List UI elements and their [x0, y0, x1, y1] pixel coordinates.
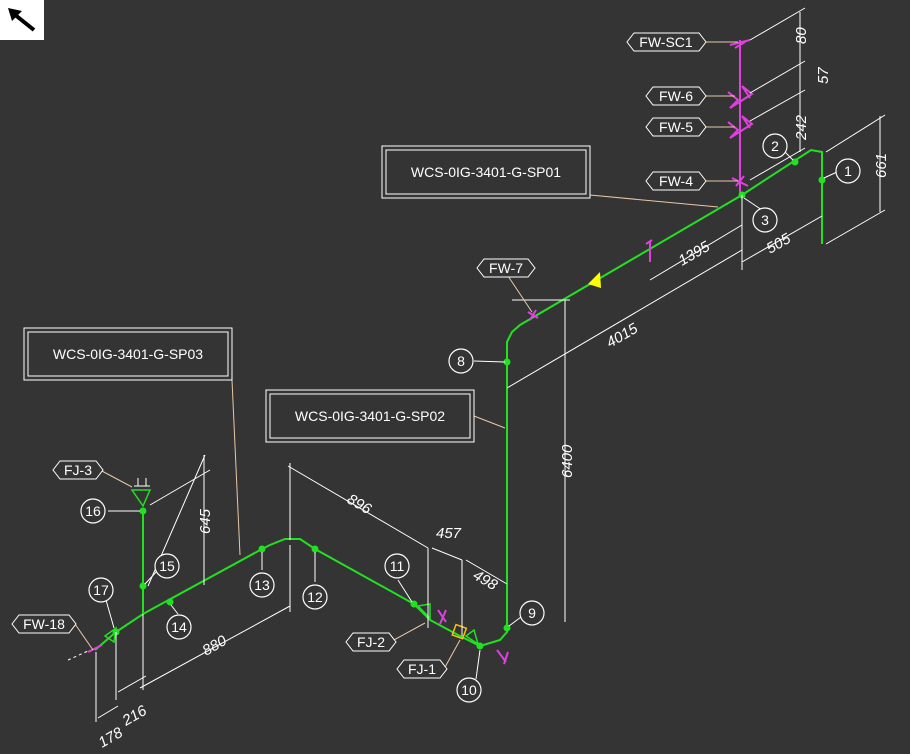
- dim-457: 457: [436, 525, 462, 542]
- supports: [67, 39, 754, 665]
- node-17[interactable]: 17: [88, 577, 114, 603]
- dim-178: 178: [96, 724, 127, 752]
- node-connectors: [105, 151, 838, 680]
- svg-text:16: 16: [85, 503, 101, 519]
- spool-label-text: WCS-0IG-3401-G-SP02: [295, 408, 445, 424]
- node-14[interactable]: 14: [166, 614, 192, 640]
- node-8[interactable]: 8: [448, 348, 474, 374]
- dim-216: 216: [119, 702, 151, 730]
- svg-text:FW-5: FW-5: [659, 119, 693, 135]
- svg-text:1: 1: [844, 163, 852, 179]
- node-circles: 1 2 3 8 9 10 11 12 13 14 15 16 17: [80, 133, 861, 703]
- svg-text:14: 14: [171, 619, 187, 635]
- flow-arrow: [588, 272, 601, 288]
- leader-lines: [74, 41, 738, 670]
- view-direction-button[interactable]: [0, 0, 44, 40]
- dim-6400: 6400: [559, 444, 576, 478]
- dim-1395: 1395: [676, 238, 714, 270]
- svg-text:FJ-2: FJ-2: [357, 634, 385, 650]
- dim-645: 645: [197, 508, 214, 534]
- dim-57: 57: [815, 67, 832, 84]
- svg-text:FW-SC1: FW-SC1: [639, 34, 693, 50]
- svg-text:15: 15: [159, 558, 175, 574]
- weld-tag-fj-3[interactable]: FJ-3: [52, 460, 104, 480]
- fittings: [103, 478, 480, 646]
- svg-text:11: 11: [390, 558, 405, 574]
- svg-text:FJ-1: FJ-1: [408, 661, 436, 677]
- dim-498: 498: [470, 567, 501, 595]
- dim-505: 505: [764, 230, 795, 258]
- svg-text:12: 12: [307, 589, 323, 605]
- svg-text:13: 13: [254, 577, 270, 593]
- svg-text:17: 17: [93, 582, 109, 598]
- spool-label-sp03[interactable]: WCS-0IG-3401-G-SP03: [23, 327, 233, 381]
- svg-text:FW-7: FW-7: [489, 260, 523, 276]
- svg-text:2: 2: [771, 138, 779, 154]
- dim-661: 661: [873, 153, 890, 178]
- node-10[interactable]: 10: [456, 677, 482, 703]
- dimension-lines: [95, 7, 886, 722]
- node-13[interactable]: 13: [249, 572, 275, 598]
- weld-tags: FW-SC1 FW-6 FW-5 FW-4 FW-7 FJ-3: [11, 32, 707, 679]
- node-9[interactable]: 9: [519, 600, 545, 626]
- weld-tag-fw-5[interactable]: FW-5: [645, 117, 707, 137]
- weld-tag-fj-1[interactable]: FJ-1: [396, 659, 448, 679]
- svg-text:10: 10: [461, 682, 477, 698]
- node-12[interactable]: 12: [302, 584, 328, 610]
- svg-text:FW-4: FW-4: [659, 173, 693, 189]
- dim-880: 880: [200, 632, 231, 660]
- spool-label-text: WCS-0IG-3401-G-SP01: [411, 164, 561, 180]
- spool-label-sp01[interactable]: WCS-0IG-3401-G-SP01: [381, 145, 591, 199]
- svg-text:8: 8: [457, 353, 465, 369]
- weld-tag-fw-sc1[interactable]: FW-SC1: [626, 32, 707, 52]
- dim-80: 80: [793, 27, 810, 44]
- svg-text:3: 3: [761, 212, 769, 228]
- node-3[interactable]: 3: [752, 207, 778, 233]
- spool-label-sp02[interactable]: WCS-0IG-3401-G-SP02: [265, 389, 475, 443]
- svg-text:FJ-3: FJ-3: [64, 462, 92, 478]
- svg-text:FW-6: FW-6: [659, 88, 693, 104]
- north-west-arrow-icon: [8, 8, 36, 32]
- weld-tag-fw-6[interactable]: FW-6: [645, 86, 707, 106]
- spool-label-text: WCS-0IG-3401-G-SP03: [53, 346, 203, 362]
- svg-text:9: 9: [528, 605, 536, 621]
- node-1[interactable]: 1: [835, 158, 861, 184]
- node-dots: [112, 158, 826, 650]
- dim-242: 242: [793, 114, 810, 141]
- weld-tag-fj-2[interactable]: FJ-2: [345, 632, 397, 652]
- node-2[interactable]: 2: [762, 133, 788, 159]
- svg-text:FW-18: FW-18: [23, 616, 65, 632]
- dim-4015: 4015: [604, 320, 642, 352]
- weld-tag-fw-7[interactable]: FW-7: [476, 258, 536, 278]
- node-15[interactable]: 15: [154, 553, 180, 579]
- node-16[interactable]: 16: [80, 498, 106, 524]
- weld-tag-fw-4[interactable]: FW-4: [645, 171, 707, 191]
- node-11[interactable]: 11: [384, 553, 410, 579]
- weld-tag-fw-18[interactable]: FW-18: [11, 614, 77, 634]
